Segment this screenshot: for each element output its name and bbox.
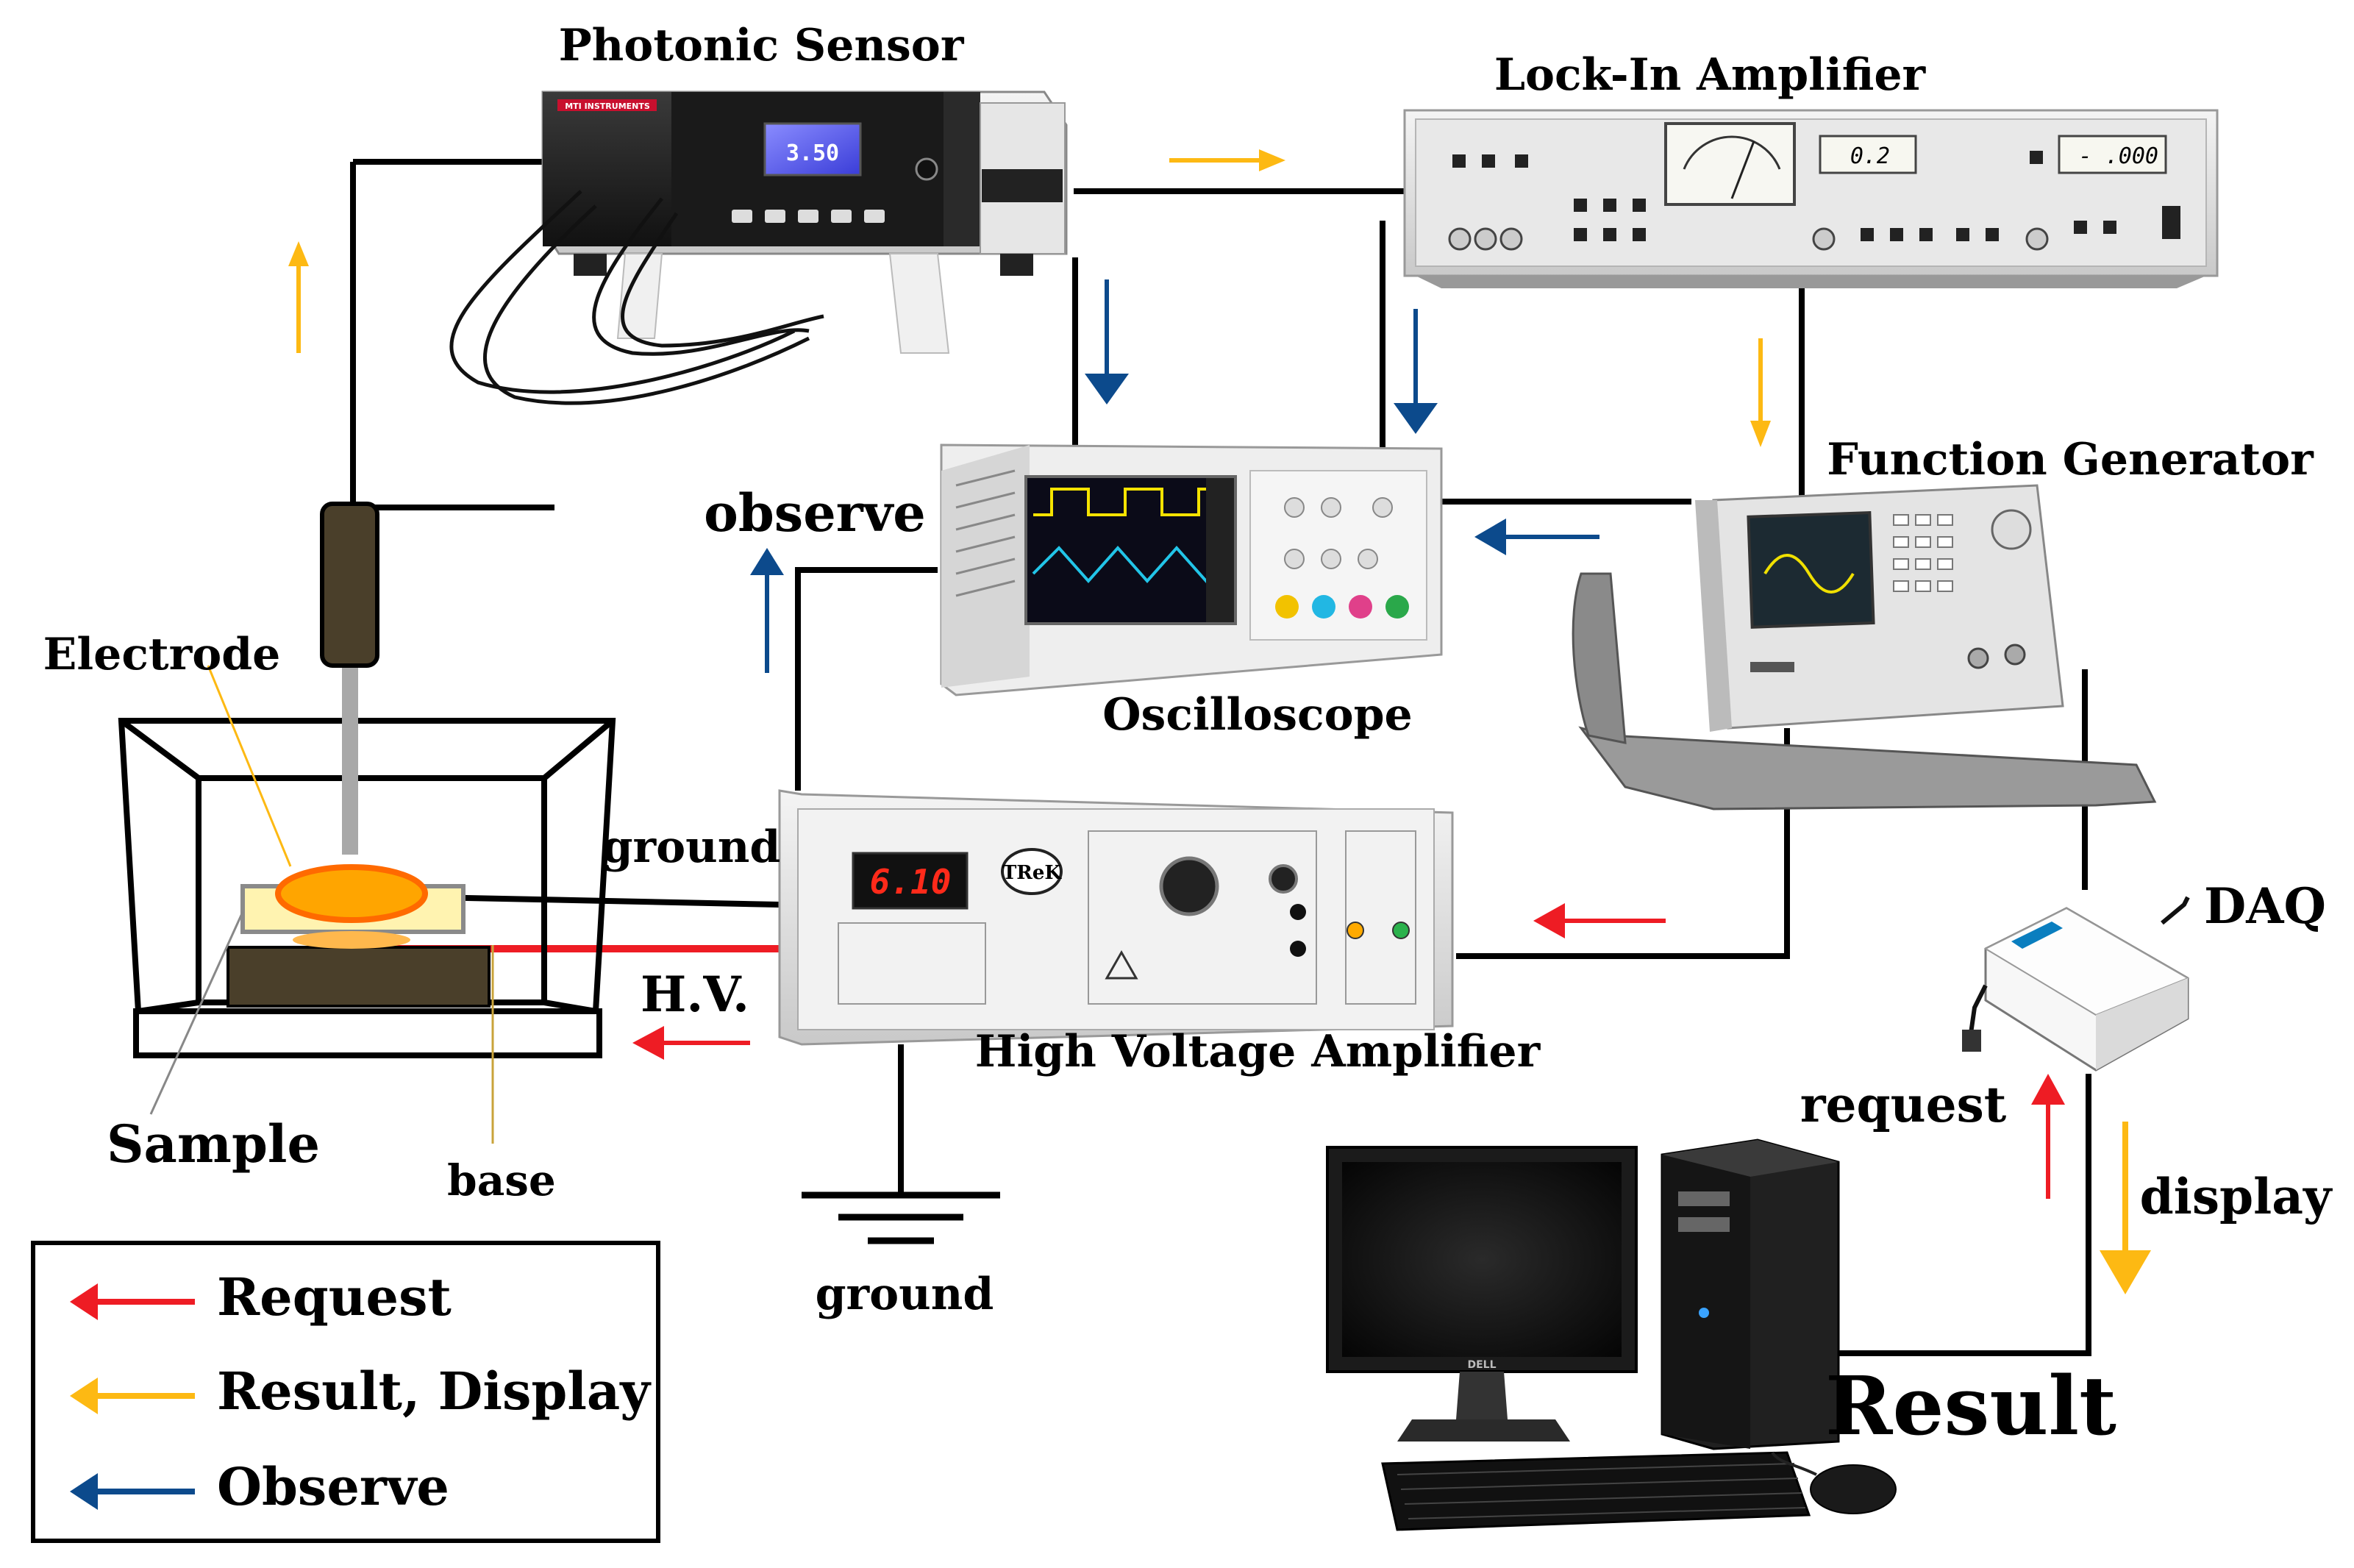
lockin-readout-1: 0.2 [1850,143,1890,169]
photonic-sensor-device: 3.50 MTI INSTRUMENTS [449,90,1068,405]
legend-label-request: Request [217,1266,452,1328]
ground-symbol [802,1191,1000,1244]
legend-label-result-display: Result, Display [217,1361,652,1422]
hv-display-value: 6.10 [870,862,952,902]
label-oscilloscope: Oscilloscope [1102,689,1412,741]
probe-holder [320,502,379,668]
lockin-readout-2: - .000 [2079,143,2158,169]
arrow-request-hv [632,1026,750,1060]
label-display: display [2140,1168,2333,1225]
label-hv: H.V. [641,966,749,1023]
electrode-disc [275,864,428,923]
arrow-request-fg-hv [1533,903,1666,938]
arrow-result-up-left [288,241,309,353]
function-generator-device [1572,484,2157,810]
arrow-display-down [2100,1122,2151,1294]
sensor-display-value: 3.50 [786,140,839,166]
legend-item-observe: Observe [70,1456,449,1517]
legend-observe-arrowhead [70,1473,98,1510]
label-base: base [447,1155,556,1205]
wire-daq-to-pc [1816,1074,2091,1356]
label-sample: Sample [107,1113,320,1175]
wire-hv-to-electrode [433,894,780,908]
legend-item-request: Request [70,1266,452,1328]
lock-in-amplifier-device: 0.2 - .000 [1403,109,2219,288]
legend-label-observe: Observe [217,1456,449,1517]
legend-result-arrowhead [70,1378,98,1414]
arrow-request-up [2031,1074,2065,1199]
label-function-generator: Function Generator [1827,434,2314,485]
label-observe: observe [704,482,926,544]
leader-lines [149,665,494,1144]
label-electrode: Electrode [43,629,281,680]
high-voltage-amplifier-device: 6.10 TReK [778,789,1454,1046]
label-photonic-sensor: Photonic Sensor [559,20,965,71]
label-request: request [1800,1076,2007,1133]
label-daq: DAQ [2204,877,2326,935]
wire-scope-to-hv [795,567,938,791]
arrow-result-to-fg [1750,338,1771,447]
probe-rod [342,662,358,855]
base-block [227,946,491,1008]
label-result: Result [1825,1358,2116,1453]
arrow-observe-fg-scope [1474,518,1599,555]
label-high-voltage-amplifier: High Voltage Amplifier [975,1026,1541,1077]
legend-item-result-display: Result, Display [70,1361,652,1422]
legend: Request Result, Display Observe [31,1241,660,1543]
labels: Photonic Sensor Lock-In Amplifier Functi… [43,20,2333,1453]
wires [350,159,2091,1356]
legend-request-arrowhead [70,1283,98,1320]
computer-device: DELL [1326,1138,1897,1531]
arrow-observe-up [750,548,784,673]
label-ground-bottom: ground [816,1269,994,1320]
oscilloscope-device [940,443,1443,696]
label-lock-in-amplifier: Lock-In Amplifier [1494,49,1927,101]
sensor-brand-text: MTI INSTRUMENTS [565,101,650,111]
monitor-brand-text: DELL [1467,1359,1496,1371]
arrow-observe-sensor-scope [1085,279,1129,405]
hv-logo-text: TReK [1002,862,1062,884]
arrows [288,149,2151,1294]
sample-bottom-electrode [293,931,410,949]
arrow-observe-lockin-scope [1394,309,1438,434]
arrow-result-to-lockin [1169,149,1285,171]
daq-device [1962,896,2190,1072]
label-ground-top: ground [602,822,781,873]
